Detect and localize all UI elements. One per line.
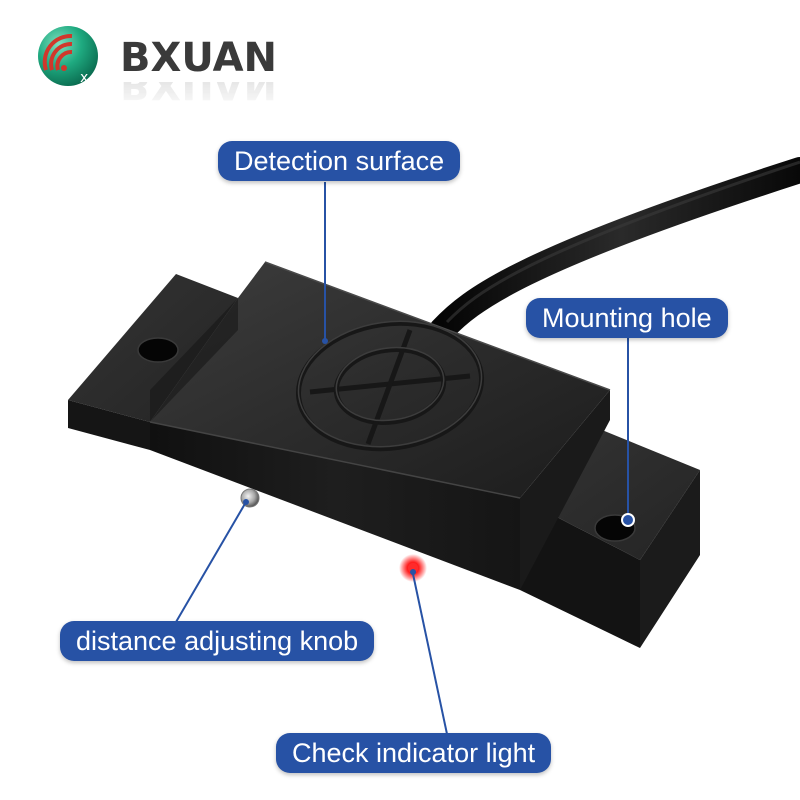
callout-indicator-light: Check indicator light [276,733,552,773]
callout-distance-knob: distance adjusting knob [60,621,375,661]
brand-header: x BXUAN BXUAN [34,24,278,114]
svg-text:x: x [80,70,88,86]
callout-detection-surface: Detection surface [218,141,461,181]
callout-leader-lines [175,182,629,735]
detection-surface [150,262,610,498]
callout-mounting-hole: Mounting hole [526,298,728,338]
mounting-hole-left [137,337,179,363]
signal-waves-icon: x [38,26,98,86]
brand-name-reflection: BXUAN [120,82,278,107]
sensor-front-face [150,422,520,590]
brand-name: BXUAN [120,35,278,81]
sensor-cable [429,157,800,343]
